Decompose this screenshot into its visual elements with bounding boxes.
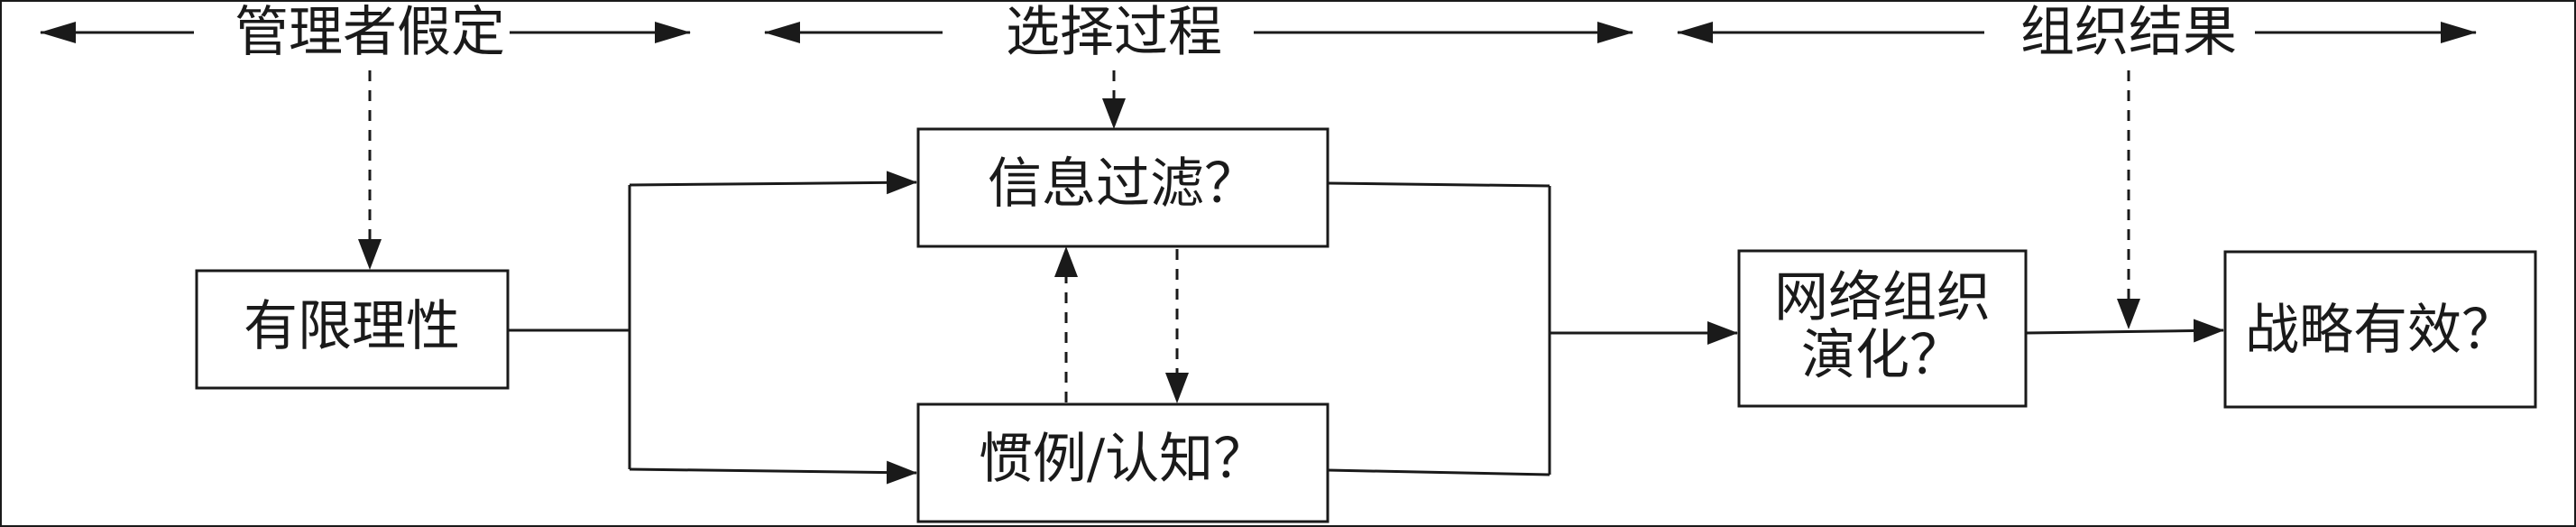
arrow-to-strategy-effective xyxy=(2025,319,2224,343)
header-process-group: 选择过程 xyxy=(764,1,1633,64)
box-routine-cognition-label: 惯例/认知？ xyxy=(979,428,1267,491)
box-info-filtering-frame xyxy=(916,127,1329,248)
box-info-filtering: 信息过滤？ xyxy=(916,127,1329,248)
box-network-evolution: 网络组织 演化？ xyxy=(1737,249,2028,408)
box-network-evolution-line1: 网络组织 xyxy=(1774,266,1991,329)
box-strategy-effective: 战略有效？ xyxy=(2223,250,2537,409)
arrow-to-info-filtering xyxy=(629,171,917,195)
header-outcome-group: 组织结果 xyxy=(1677,1,2477,64)
box-network-evolution-frame xyxy=(1737,249,2028,408)
box-bounded-rationality-label: 有限理性 xyxy=(244,295,460,358)
box-bounded-rationality: 有限理性 xyxy=(195,269,510,390)
header-assumption: 管理者假定 xyxy=(235,1,505,64)
arrow-to-routine-cognition xyxy=(629,460,917,485)
box-strategy-effective-frame xyxy=(2223,250,2537,409)
box-routine-cognition: 惯例/认知？ xyxy=(916,402,1329,523)
connector-filtering-out xyxy=(1327,181,1550,188)
box-bounded-rationality-frame xyxy=(195,269,510,390)
box-routine-cognition-frame xyxy=(916,402,1329,523)
header-process: 选择过程 xyxy=(1006,1,1222,64)
header-outcome: 组织结果 xyxy=(2020,1,2237,64)
box-network-evolution-line2: 演化？ xyxy=(1801,324,1964,387)
box-info-filtering-label: 信息过滤？ xyxy=(988,153,1258,216)
header-assumption-group: 管理者假定 xyxy=(40,1,691,64)
connector-routine-out xyxy=(1327,468,1550,476)
box-strategy-effective-label: 战略有效？ xyxy=(2245,299,2516,362)
